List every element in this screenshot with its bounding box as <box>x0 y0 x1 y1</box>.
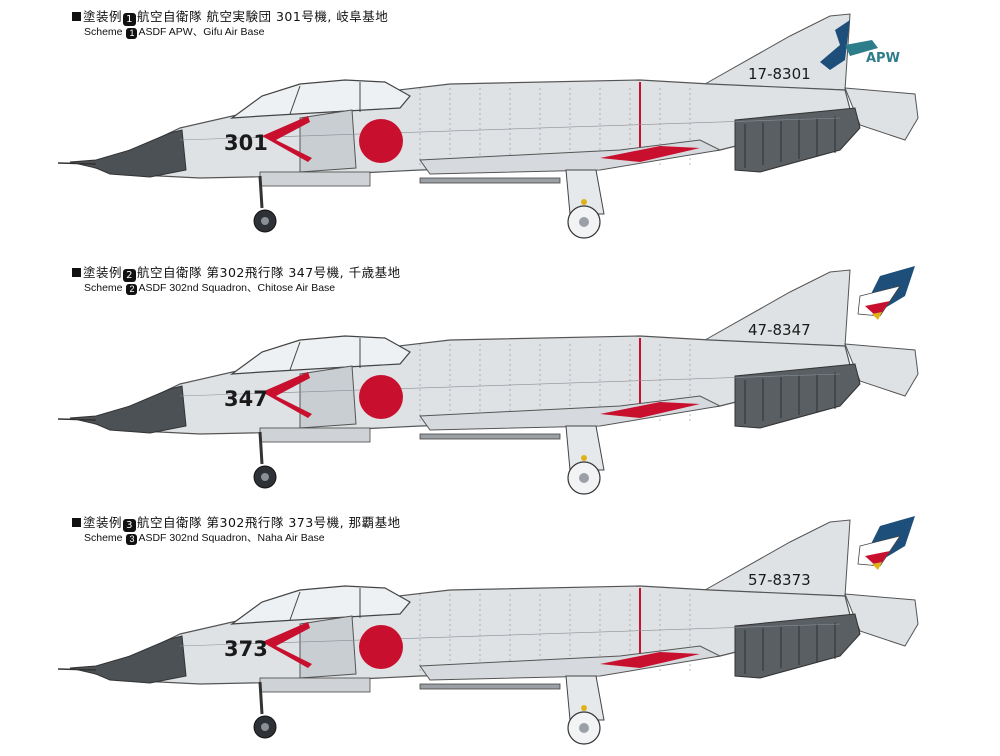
radome <box>69 635 187 684</box>
tail-marking: APW <box>866 51 900 66</box>
aircraft-profile: 301 17-8301 APW <box>57 13 919 239</box>
canopy-frame <box>289 85 301 115</box>
wing-tank <box>419 139 722 175</box>
eagle-beak <box>872 312 882 320</box>
canopy <box>229 585 411 625</box>
engine-section <box>734 363 861 429</box>
nose-gear-strut <box>258 681 264 715</box>
aircraft-profile: 373 57-8373 <box>57 516 919 745</box>
pitot-probe <box>57 668 97 671</box>
gear-door-emblem <box>581 705 587 711</box>
nose-wheel-hub <box>261 723 269 731</box>
canopy <box>229 335 411 375</box>
nose-wheel-hub <box>261 473 269 481</box>
nose-number: 347 <box>224 387 268 411</box>
canopy <box>229 79 411 119</box>
nose-chevron <box>262 372 312 418</box>
tank-marking <box>600 146 700 162</box>
missile <box>419 177 561 184</box>
tail-emblem-stripe <box>845 40 878 56</box>
tail-emblem <box>820 20 850 70</box>
nose-chevron <box>262 622 312 668</box>
scheme-number-badge: 2 <box>126 284 138 295</box>
tail-number: 17-8301 <box>748 65 811 83</box>
wing-tank <box>419 645 722 681</box>
missile-pylon <box>259 171 371 187</box>
hinomaru-roundel <box>359 375 403 419</box>
radome <box>69 385 187 434</box>
engine-section <box>734 107 861 173</box>
missile-pylon <box>259 427 371 443</box>
hinomaru-roundel <box>359 625 403 669</box>
tank-marking <box>600 652 700 668</box>
aircraft-group: 347 47-8347 <box>57 266 919 495</box>
scheme-number-badge: 1 <box>126 28 138 39</box>
scheme-number-badge: 2 <box>123 269 137 282</box>
nose-gear-strut <box>258 431 264 465</box>
aircraft-group: 301 17-8301 APW <box>57 13 919 239</box>
tail-number: 57-8373 <box>748 571 811 589</box>
canopy-frame <box>289 341 301 371</box>
pitot-probe <box>57 418 97 421</box>
main-wheel-hub <box>579 473 589 483</box>
engine-section <box>734 613 861 679</box>
gear-door-emblem <box>581 199 587 205</box>
bullet-square-icon <box>72 268 81 277</box>
panel-line <box>179 623 841 647</box>
tank-marking <box>600 402 700 418</box>
eagle-accent <box>865 301 890 318</box>
main-gear-door <box>565 425 605 471</box>
nose-gear-strut <box>258 175 264 209</box>
pitot-probe <box>57 162 97 165</box>
eagle-beak <box>872 562 882 570</box>
nose-chevron <box>262 116 312 162</box>
scheme-number-badge: 3 <box>126 534 138 545</box>
canopy-frame <box>289 591 301 621</box>
main-gear-door <box>565 675 605 721</box>
panel-line <box>179 373 841 397</box>
missile-pylon <box>259 677 371 693</box>
aircraft-profile: 347 47-8347 <box>57 266 919 495</box>
bullet-square-icon <box>72 12 81 21</box>
missile <box>419 433 561 440</box>
wing-tank <box>419 395 722 431</box>
missile <box>419 683 561 690</box>
scheme-number-badge: 1 <box>123 13 137 26</box>
radome <box>69 129 187 178</box>
bullet-square-icon <box>72 518 81 527</box>
gear-door-emblem <box>581 455 587 461</box>
aircraft-group: 373 57-8373 <box>57 516 919 745</box>
nose-number: 301 <box>224 131 268 155</box>
main-gear-door <box>565 169 605 215</box>
main-wheel-hub <box>579 217 589 227</box>
nose-number: 373 <box>224 637 268 661</box>
nose-wheel-hub <box>261 217 269 225</box>
tail-number: 47-8347 <box>748 321 811 339</box>
panel-line <box>179 117 841 141</box>
scheme-number-badge: 3 <box>123 519 137 532</box>
eagle-accent <box>865 551 890 568</box>
hinomaru-roundel <box>359 119 403 163</box>
main-wheel-hub <box>579 723 589 733</box>
